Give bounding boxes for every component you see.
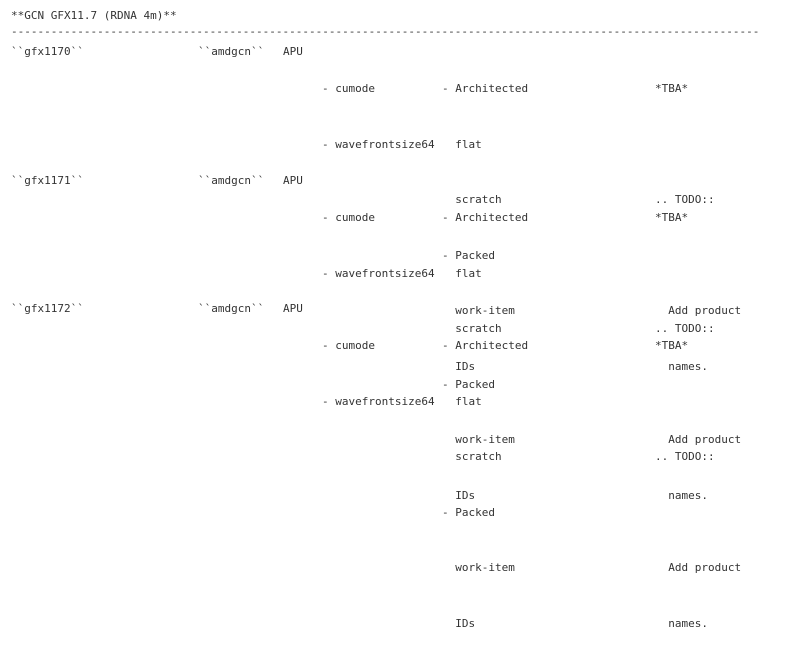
product-line: .. TODO::	[655, 193, 715, 206]
processor-name: ``gfx1170``	[11, 45, 84, 58]
note-line: flat	[442, 394, 482, 408]
note-line: - Packed	[442, 505, 495, 519]
architecture: ``amdgcn``	[198, 302, 265, 315]
note-line: IDs	[442, 616, 476, 630]
target-features: - cumode - wavefrontsize64	[322, 43, 435, 191]
product-line	[655, 136, 741, 155]
feature-line: - cumode	[322, 211, 375, 224]
note-line: - Architected	[442, 211, 529, 224]
table-rule: ----------------------------------------…	[11, 25, 760, 38]
note-line: IDs	[442, 359, 476, 373]
feature-line: - cumode	[322, 339, 375, 352]
note-line: flat	[442, 266, 482, 280]
product-line: names.	[655, 616, 708, 630]
example-products: *TBA* .. TODO:: Add product names.	[655, 43, 741, 413]
product-line: Add product	[655, 304, 742, 317]
feature-line: - wavefrontsize64	[322, 394, 435, 408]
note-line: scratch	[442, 322, 502, 335]
product-line: .. TODO::	[655, 450, 715, 463]
device-type: APU	[283, 174, 303, 187]
product-line	[655, 265, 741, 284]
example-products: *TBA* .. TODO:: Add product names.	[655, 300, 741, 670]
processor-name: ``gfx1172``	[11, 302, 84, 315]
note-line: work-item	[442, 304, 515, 317]
product-line: *TBA*	[655, 339, 689, 352]
note-line: - Architected	[442, 339, 529, 352]
note-line: scratch	[442, 450, 502, 463]
product-line: .. TODO::	[655, 322, 715, 335]
note-line: work-item	[442, 561, 515, 574]
section-heading: **GCN GFX11.7 (RDNA 4m)**	[11, 9, 177, 22]
product-line	[655, 504, 741, 523]
product-line: *TBA*	[655, 82, 689, 95]
architecture: ``amdgcn``	[198, 45, 265, 58]
note-line: - Packed	[442, 248, 495, 262]
device-type: APU	[283, 302, 303, 315]
target-notes: - Architected flat scratch - Packed work…	[442, 43, 528, 413]
note-line: - Architected	[442, 82, 529, 95]
note-line: flat	[442, 137, 482, 151]
note-line: scratch	[442, 193, 502, 206]
target-features: - cumode - wavefrontsize64	[322, 300, 435, 448]
architecture: ``amdgcn``	[198, 174, 265, 187]
table-row: ``gfx1172`` ``amdgcn`` APU - cumode - wa…	[0, 300, 800, 630]
document-page: **GCN GFX11.7 (RDNA 4m)** --------------…	[0, 9, 800, 630]
feature-line: - wavefrontsize64	[322, 266, 435, 280]
target-notes: - Architected flat scratch - Packed work…	[442, 300, 528, 670]
table-row: ``gfx1170`` ``amdgcn`` APU - cumode - wa…	[0, 43, 800, 373]
device-type: APU	[283, 45, 303, 58]
product-line: *TBA*	[655, 211, 689, 224]
product-line	[655, 393, 741, 412]
target-features: - cumode - wavefrontsize64	[322, 172, 435, 320]
feature-line: - cumode	[322, 82, 375, 95]
note-line: - Packed	[442, 377, 495, 391]
product-line: Add product	[655, 561, 742, 574]
processor-name: ``gfx1171``	[11, 174, 84, 187]
feature-line: - wavefrontsize64	[322, 137, 435, 151]
product-line: names.	[655, 359, 708, 373]
table-row: ``gfx1171`` ``amdgcn`` APU - cumode - wa…	[0, 172, 800, 502]
